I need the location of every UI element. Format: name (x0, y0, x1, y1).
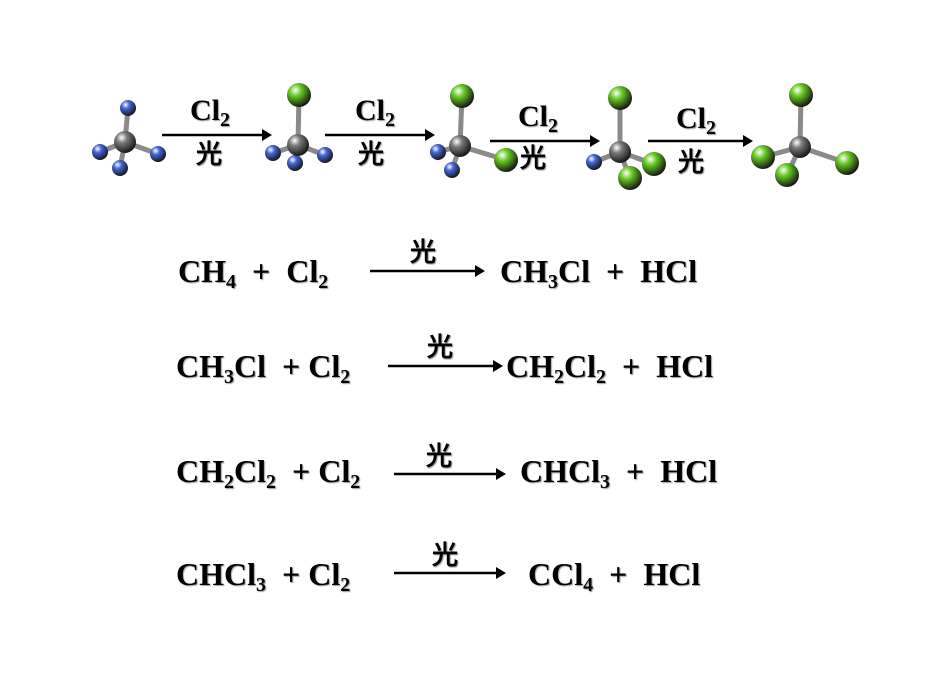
equation-3-reactants: CH2Cl2 + Cl2 (176, 453, 360, 492)
formula-text: CH (176, 348, 224, 384)
equation-4-reactants: CHCl3 + Cl2 (176, 556, 350, 595)
subscript: 2 (554, 366, 564, 388)
equation-3-products: CHCl3 + HCl (520, 453, 718, 492)
reagent-label: Cl2 (676, 102, 716, 139)
chlorine-atom (835, 151, 859, 175)
molecule-ch2cl2 (430, 84, 518, 178)
formula-text: + HCl (593, 556, 701, 592)
carbon-atom (789, 136, 811, 158)
chlorine-atom (642, 152, 666, 176)
arrow-icon (648, 135, 753, 147)
condition-label: 光 (196, 140, 223, 170)
hydrogen-atom (120, 100, 136, 116)
equation-2-condition: 光 (427, 333, 454, 363)
subscript: 2 (596, 366, 606, 388)
formula-text: Cl + Cl (234, 348, 341, 384)
formula-text: Cl (234, 453, 266, 489)
formula-text: Cl (564, 348, 596, 384)
equation-1-products: CH3Cl + HCl (500, 253, 698, 292)
molecule-ch3cl (265, 83, 333, 171)
equation-4-products: CCl4 + HCl (528, 556, 701, 595)
chlorine-atom (618, 166, 642, 190)
hydrogen-atom (444, 162, 460, 178)
formula-text: CH (500, 253, 548, 289)
arrow-icon (490, 135, 600, 147)
molecule-chcl3 (586, 86, 666, 190)
chlorine-atom (751, 145, 775, 169)
equation-2-reactants: CH3Cl + Cl2 (176, 348, 350, 387)
chlorine-atom (287, 83, 311, 107)
arrow-icon (162, 129, 272, 141)
subscript: 3 (256, 574, 266, 596)
chlorine-atom (608, 86, 632, 110)
carbon-atom (114, 131, 136, 153)
carbon-atom (449, 135, 471, 157)
subscript: 2 (350, 471, 361, 493)
subscript: 2 (224, 471, 234, 493)
formula-text: CH (506, 348, 554, 384)
hydrogen-atom (430, 144, 446, 160)
formula-text: CCl (528, 556, 584, 592)
subscript: 2 (340, 366, 351, 388)
carbon-atom (287, 134, 309, 156)
condition-label: 光 (358, 140, 385, 170)
formula-text: CHCl (520, 453, 600, 489)
carbon-atom (609, 141, 631, 163)
subscript: 3 (224, 366, 234, 388)
formula-text: + Cl (276, 453, 351, 489)
reagent-label: Cl2 (518, 100, 558, 137)
hydrogen-atom (112, 160, 128, 176)
formula-text: CH (176, 453, 224, 489)
hydrogen-atom (317, 147, 333, 163)
condition-label: 光 (520, 144, 547, 174)
hydrogen-atom (150, 146, 166, 162)
equation-4-condition: 光 (432, 541, 459, 571)
arrow-icon (394, 468, 506, 480)
subscript: 3 (600, 471, 610, 493)
subscript: 2 (266, 471, 276, 493)
subscript: 2 (340, 574, 351, 596)
reagent-label: Cl2 (190, 94, 230, 131)
molecule-ccl4 (751, 83, 859, 187)
hydrogen-atom (265, 145, 281, 161)
arrow-icon (325, 129, 435, 141)
hydrogen-atom (586, 154, 602, 170)
subscript: 4 (226, 271, 236, 293)
arrow-icon (388, 360, 503, 372)
chlorine-atom (789, 83, 813, 107)
chlorine-atom (775, 163, 799, 187)
reagent-label: Cl2 (355, 94, 395, 131)
arrow-icon (394, 567, 506, 579)
formula-text: CH (178, 253, 226, 289)
formula-text: + Cl (236, 253, 319, 289)
equation-2-products: CH2Cl2 + HCl (506, 348, 714, 387)
subscript: 2 (318, 271, 329, 293)
chlorine-atom (494, 148, 518, 172)
hydrogen-atom (287, 155, 303, 171)
chlorine-atom (450, 84, 474, 108)
hydrogen-atom (92, 144, 108, 160)
formula-text: CHCl (176, 556, 256, 592)
formula-text: Cl + HCl (558, 253, 698, 289)
equation-1-condition: 光 (410, 238, 437, 268)
molecule-ch4 (92, 100, 166, 176)
equation-1-reactants: CH4 + Cl2 (178, 253, 328, 292)
subscript: 3 (548, 271, 558, 293)
formula-text: + Cl (266, 556, 341, 592)
subscript: 4 (583, 574, 594, 596)
formula-text: + HCl (606, 348, 714, 384)
equation-3-condition: 光 (426, 442, 453, 472)
condition-label: 光 (678, 148, 705, 178)
formula-text: + HCl (610, 453, 718, 489)
arrow-icon (370, 265, 485, 277)
